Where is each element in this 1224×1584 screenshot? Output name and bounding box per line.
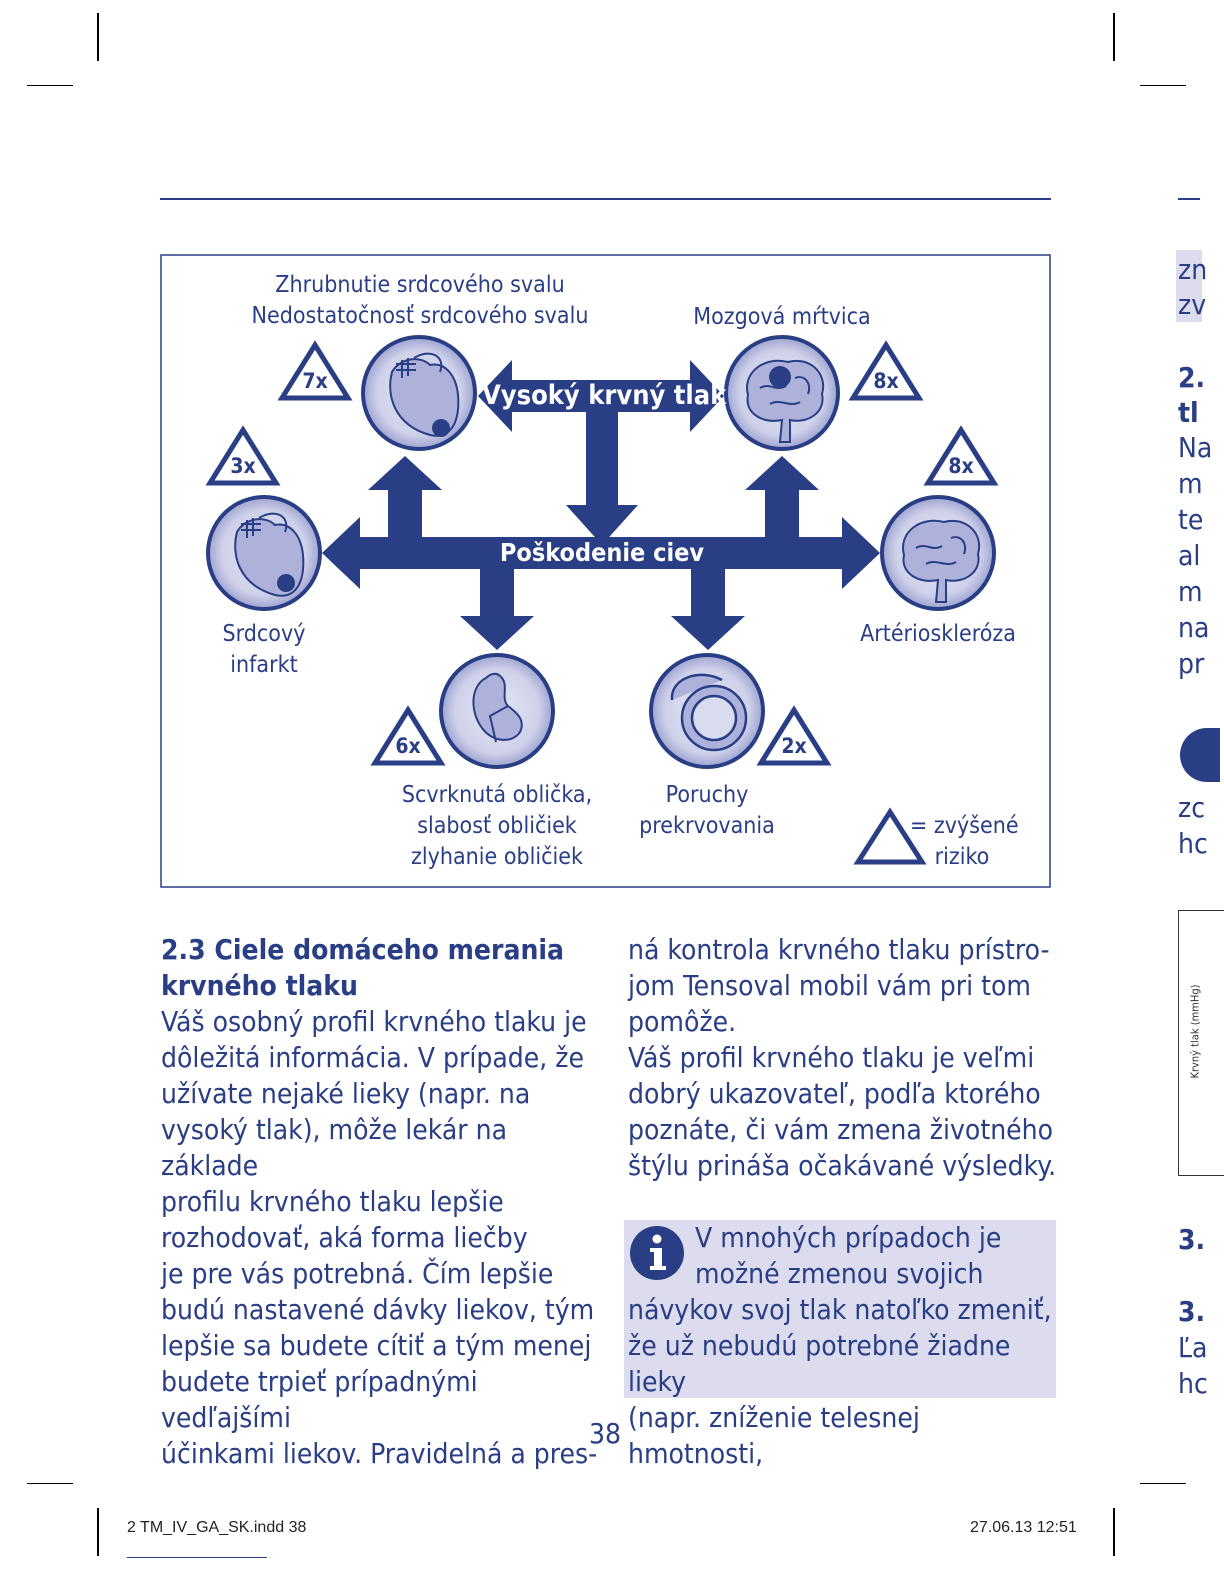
risk-value-perfusion: 2x [781,734,807,758]
footer-underline [127,1557,267,1558]
left-column: 2.3 Ciele domáceho merania krvného tlaku… [161,932,601,1472]
legend-text: = zvýšené riziko [910,813,1019,870]
down-arrow-left [460,569,534,650]
risk-triangle-stroke [848,340,924,401]
edge-text: zc [1178,791,1206,824]
edge-text: 3. [1178,1295,1206,1328]
perfusion-label: Poruchy prekrvovania [639,782,775,839]
crop-mark [1113,13,1115,61]
crop-mark [97,13,99,61]
risk-value-heart-top: 7x [302,369,328,393]
edge-text: 2. [1178,361,1206,394]
edge-text: Ľa [1178,1331,1208,1364]
info-icon [630,1226,684,1280]
section-heading: 2.3 Ciele domáceho merania krvného tlaku [161,933,565,1002]
edge-text: zv [1178,288,1207,321]
risk-triangle-arterio [923,425,999,486]
heart-top-label: Zhrubnutie srdcového svalu Nedostatočnos… [251,272,589,329]
left-paragraph: Váš osobný profil krvného tlaku je dôlež… [161,1005,598,1470]
center-mid-label: Poškodenie ciev [499,538,705,567]
edge-text: hc [1178,827,1208,860]
edge-text: Na [1178,431,1213,464]
up-arrow-right [745,456,819,537]
next-page-chart-frame [1178,910,1224,1176]
brain-icon [902,519,981,603]
infarct-label: Srdcový infarkt [222,621,306,678]
crop-mark [27,85,73,86]
top-double-arrow [478,360,724,432]
risk-triangle-heart-top [277,340,353,401]
kidney-icon [472,672,523,743]
risk-value-arterio: 8x [948,454,974,478]
brain-icon [746,359,825,443]
stroke-label: Mozgová mŕtvica [693,304,871,330]
edge-text: 3. [1178,1223,1206,1256]
crop-mark [1140,1483,1186,1484]
down-arrow-center [566,412,638,545]
arrows [322,360,880,650]
next-page-info-icon [1180,728,1220,782]
edge-text: m [1178,467,1203,500]
crop-mark [1140,85,1186,86]
crop-mark [1113,1508,1115,1556]
heart-icon [389,352,460,437]
edge-text: na [1178,611,1210,644]
up-arrow-left [368,456,442,537]
legend-triangle [853,807,927,865]
edge-text: tl [1178,396,1199,429]
header-rule [160,198,1051,200]
page-number: 38 [588,1417,622,1450]
edge-text: pr [1178,647,1205,680]
kidney-label: Scvrknutá oblička, slabosť obličiek zlyh… [401,782,593,870]
edge-text: hc [1178,1367,1208,1400]
risk-triangle-kidney [370,705,446,766]
info-text: V mnohých prípadoch je možné zmenou svoj… [628,1221,1052,1470]
edge-text: te [1178,503,1204,536]
main-double-arrow [322,517,880,589]
risk-value-kidney: 6x [395,734,421,758]
diagram-frame [160,254,1051,888]
crop-mark [27,1483,73,1484]
next-page-rule [1178,198,1200,200]
info-box [624,1220,1056,1398]
edge-text: zn [1178,253,1208,286]
footer-file: 2 TM_IV_GA_SK.indd 38 [127,1519,307,1536]
risk-triangle-perfusion [756,705,832,766]
center-top-label: Vysoký krvný tlak [482,380,727,411]
crop-mark [97,1508,99,1556]
risk-value-infarct: 3x [230,454,256,478]
vessel-icon [670,673,748,752]
edge-text: al [1178,539,1201,572]
down-arrow-right [671,569,745,650]
footer-date: 27.06.13 12:51 [970,1519,1077,1536]
arterio-label: Artérioskleróza [860,621,1016,647]
right-column: ná kontrola krvného tlaku prístro- jom T… [628,932,1068,1184]
right-paragraph: ná kontrola krvného tlaku prístro- jom T… [628,933,1057,1182]
risk-triangle-infarct [205,425,281,486]
risk-value-stroke: 8x [873,369,899,393]
next-page-highlight [1176,250,1202,322]
edge-text: m [1178,575,1203,608]
next-page-axis-label: Krvný tlak (mmHg) [1188,984,1202,1079]
